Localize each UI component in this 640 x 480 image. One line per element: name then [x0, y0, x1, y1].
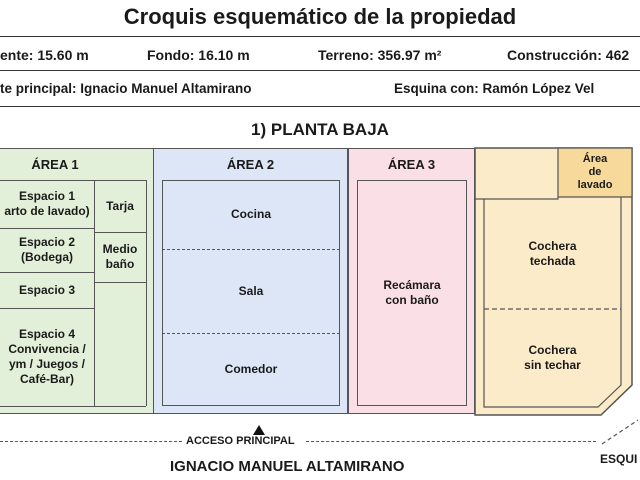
acceso-principal-label: ACCESO PRINCIPAL: [186, 435, 295, 447]
street-front: IGNACIO MANUEL ALTAMIRANO: [170, 458, 405, 475]
fondo-value: Fondo: 16.10 m: [147, 47, 250, 63]
cochera-techada: Cochera techada: [528, 239, 577, 268]
comedor: Comedor: [224, 362, 278, 376]
area-1-bottom-line: [0, 406, 146, 407]
triangle-up-icon: [253, 425, 265, 435]
header-divider-bottom: [0, 106, 640, 107]
sala: Sala: [238, 283, 264, 298]
area-2-rooms: [162, 180, 340, 406]
construccion-value: Construcción: 462: [507, 47, 630, 63]
area-4-shape: [474, 147, 633, 416]
document-title: Croquis esquemático de la propiedad: [123, 4, 517, 29]
espacio-4: Espacio 4 Convivencia / ym / Juegos / Ca…: [8, 327, 86, 386]
access-line-right: [306, 441, 596, 442]
street-corner: ESQUI: [600, 452, 638, 466]
area-1-line-a: [0, 228, 94, 229]
area-1-right-line: [146, 180, 147, 406]
terreno-value: Terreno: 356.97 m²: [318, 47, 442, 63]
recamara-con-bano: Recámara con baño: [357, 180, 467, 406]
area-1-divider: [94, 180, 95, 406]
cochera-sin-techar: Cochera sin techar: [524, 343, 581, 372]
espacio-3: Espacio 3: [18, 282, 76, 297]
area-1-line-b: [94, 232, 146, 233]
tarja: Tarja: [106, 198, 134, 213]
header-divider-top: [0, 36, 640, 37]
cocina-sala-divider: [162, 249, 340, 250]
area-1-top-line: [0, 180, 146, 181]
frente-principal: te principal: Ignacio Manuel Altamirano: [0, 81, 252, 96]
cocina: Cocina: [230, 207, 271, 221]
esquina-con: Esquina con: Ramón López Vel: [394, 81, 595, 96]
area-3: [348, 148, 475, 414]
medio-bano: Medio baño: [102, 242, 138, 271]
area-1-line-e: [0, 308, 94, 309]
frente-value: ente: 15.60 m: [0, 47, 89, 63]
espacio-1: Espacio 1 arto de lavado): [4, 189, 90, 218]
area-3-label: ÁREA 3: [387, 157, 436, 172]
area-2: [153, 148, 348, 414]
access-line-left: [0, 441, 182, 442]
sala-comedor-divider: [162, 333, 340, 334]
espacio-2: Espacio 2 (Bodega): [18, 235, 76, 264]
area-2-label: ÁREA 2: [226, 157, 275, 172]
area-1-line-d: [94, 282, 146, 283]
corner-line: [601, 419, 639, 445]
area-1: [0, 148, 154, 414]
area-1-line-c: [0, 272, 94, 273]
area-1-label: ÁREA 1: [31, 157, 79, 172]
header-divider-mid: [0, 70, 640, 71]
area-de-lavado: Área de lavado: [577, 153, 613, 191]
plan-title: 1) PLANTA BAJA: [251, 120, 389, 139]
